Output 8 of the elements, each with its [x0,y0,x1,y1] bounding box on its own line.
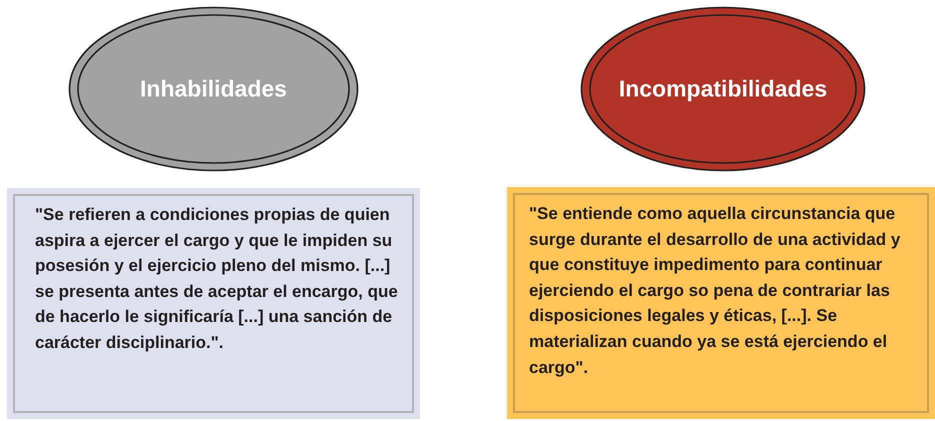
ellipse-node [580,6,866,172]
quote-text: "Se refieren a condiciones propias de quien aspira a ejercer el cargo y que le impiden su posesión y el ejercicio pleno del mismo. [...] se presenta antes de aceptar el encargo, que de hacerlo le significaría [...] una sanción de carácter disciplinario.". [35,204,399,354]
node-title: Incompatibilidades [618,76,828,102]
quote-box [507,187,935,419]
quote-text: "Se entiende como aquella circunstancia que surge durante el desarrollo de una actividad y que constituye impedimento para continuar ejerciendo el cargo so pena de contrariar las disposiciones legales y éticas, [...]. Se materializan cuando ya se está ejerciendo el cargo". [529,203,902,379]
node-title: Inhabilidades [139,76,288,102]
quote-box [7,188,420,419]
ellipse-node [68,6,359,172]
